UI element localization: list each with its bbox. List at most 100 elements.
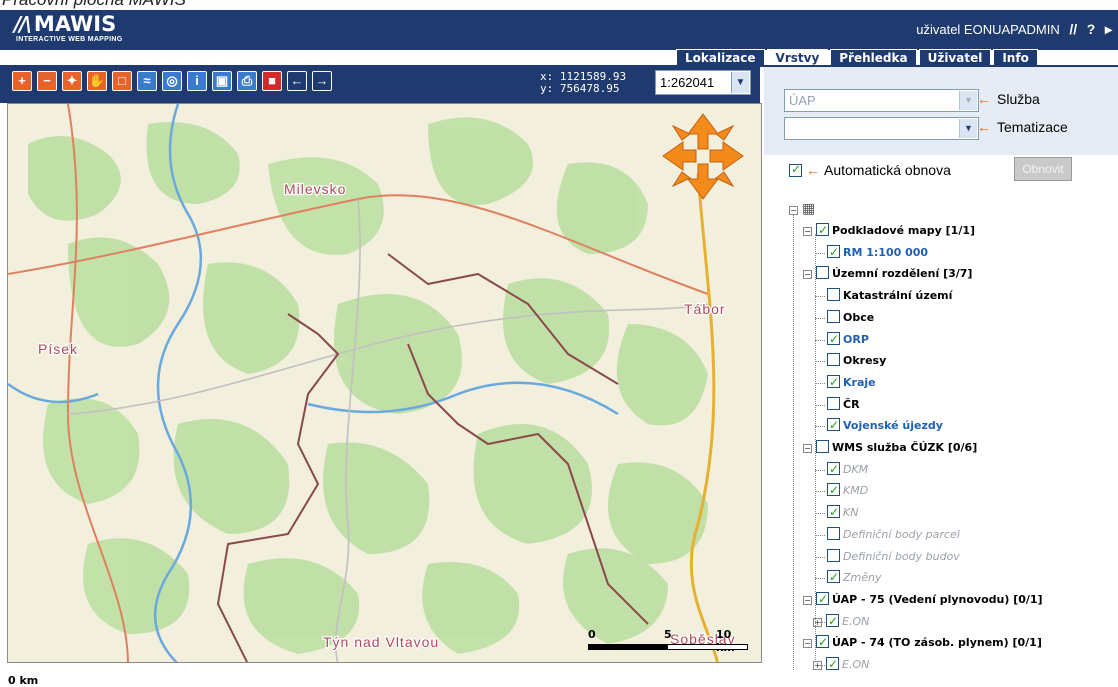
tab-info[interactable]: Info	[993, 49, 1038, 66]
service-select[interactable]: ÚAP ▼	[784, 89, 979, 112]
logo-mark: //\	[14, 12, 32, 36]
zoom-window-icon[interactable]: □	[112, 71, 132, 91]
user-bar: uživatel EONUAPADMIN // ? ▸	[916, 21, 1112, 38]
map-label: Týn nad Vltavou	[323, 634, 439, 650]
pan-hand-icon[interactable]: ✋	[87, 71, 107, 91]
measure-icon[interactable]: ≈	[137, 71, 157, 91]
print-icon[interactable]: ⎙	[237, 71, 257, 91]
tree-item[interactable]: DKM	[827, 460, 868, 479]
map-labels: Milevsko Tábor Písek Týn nad Vltavou Sob…	[37, 180, 736, 652]
tree-connector	[815, 296, 825, 298]
layer-checkbox[interactable]	[816, 440, 829, 453]
tree-item[interactable]: Okresy	[827, 352, 886, 370]
layer-checkbox[interactable]	[816, 590, 829, 608]
select-icon[interactable]: ▣	[212, 71, 232, 91]
exit-icon[interactable]: ▸	[1104, 21, 1112, 37]
map-canvas[interactable]: Milevsko Tábor Písek Týn nad Vltavou Sob…	[7, 103, 762, 663]
tab-prehledka[interactable]: Přehledka	[830, 49, 917, 66]
tree-item[interactable]: Katastrální území	[827, 287, 952, 305]
tree-item[interactable]: +E.ON	[813, 612, 869, 631]
tree-connector	[815, 469, 825, 471]
mawis-logo-icon[interactable]: //	[1069, 21, 1078, 37]
layer-label: Změny	[843, 571, 882, 585]
theme-label-text: Tematizace	[997, 119, 1068, 135]
zoom-out-icon[interactable]: −	[37, 71, 57, 91]
layer-checkbox[interactable]	[827, 288, 840, 302]
collapse-icon[interactable]: −	[803, 444, 812, 453]
layer-checkbox[interactable]	[827, 309, 840, 323]
layer-checkbox[interactable]	[816, 266, 829, 280]
tree-connector	[815, 665, 825, 666]
layer-checkbox[interactable]	[827, 243, 840, 261]
search-layer-icon[interactable]: ◎	[162, 71, 182, 91]
tree-connector	[815, 252, 825, 254]
layer-checkbox[interactable]	[827, 548, 840, 562]
tree-connector	[815, 621, 825, 623]
tree-connector	[793, 214, 794, 670]
layer-checkbox[interactable]	[816, 221, 829, 239]
zoom-extent-icon[interactable]: ✦	[62, 71, 82, 91]
layer-checkbox[interactable]	[827, 568, 840, 586]
back-icon[interactable]: ←	[287, 71, 307, 91]
tree-item[interactable]: KMD	[827, 481, 869, 500]
tree-item[interactable]: Definiční body budov	[827, 548, 960, 566]
layer-checkbox[interactable]	[827, 481, 840, 499]
layer-checkbox[interactable]	[827, 416, 840, 434]
info-icon[interactable]: i	[187, 71, 207, 91]
layer-checkbox[interactable]	[827, 330, 840, 348]
map-label: Písek	[38, 341, 78, 357]
chevron-down-icon[interactable]: ▼	[731, 72, 749, 93]
layer-checkbox[interactable]	[826, 612, 839, 630]
tab-vrstvy[interactable]: Vrstvy	[766, 49, 829, 66]
theme-select[interactable]: ▼	[784, 117, 979, 140]
tree-item[interactable]: Vojenské újezdy	[827, 416, 943, 435]
tree-item[interactable]: Změny	[827, 568, 882, 587]
help-icon[interactable]: ?	[1086, 21, 1096, 37]
layer-label: E.ON	[842, 658, 870, 671]
layer-checkbox[interactable]	[827, 460, 840, 478]
collapse-icon[interactable]: −	[803, 270, 812, 280]
refresh-button[interactable]: Obnovit	[1014, 157, 1072, 181]
collapse-icon[interactable]: −	[803, 227, 812, 236]
tree-item[interactable]: Obce	[827, 309, 874, 327]
layer-checkbox[interactable]	[827, 526, 840, 540]
tree-item[interactable]: −WMS služba ČÚZK [0/6]	[803, 439, 977, 457]
tree-root: −▦	[789, 200, 815, 218]
layer-label: KMD	[843, 484, 869, 498]
forward-icon[interactable]: →	[312, 71, 332, 91]
export-icon[interactable]: ■	[262, 71, 282, 91]
tree-item[interactable]: KN	[827, 503, 858, 522]
scale-select[interactable]: 1:262041 ▼	[655, 70, 751, 95]
chevron-down-icon[interactable]: ▼	[959, 91, 977, 110]
tree-connector	[815, 382, 825, 384]
tree-item[interactable]: −ÚAP - 74 (TO zásob. plynem) [0/1]	[803, 633, 1042, 652]
tab-lokalizace[interactable]: Lokalizace	[676, 49, 765, 66]
layer-checkbox[interactable]	[827, 396, 840, 410]
layer-checkbox[interactable]	[827, 503, 840, 521]
layer-checkbox[interactable]	[827, 373, 840, 391]
tree-item[interactable]: −Územní rozdělení [3/7]	[803, 265, 972, 283]
app-header: //\MAWIS INTERACTIVE WEB MAPPING uživate…	[0, 10, 1118, 50]
tree-item[interactable]: ČR	[827, 396, 860, 414]
tree-item[interactable]: −Podkladové mapy [1/1]	[803, 221, 975, 240]
chevron-down-icon[interactable]: ▼	[959, 119, 977, 138]
collapse-icon[interactable]: −	[803, 639, 812, 649]
tree-item[interactable]: ORP	[827, 330, 869, 349]
tree-item[interactable]: Definiční body parcel	[827, 526, 960, 544]
tree-item[interactable]: −ÚAP - 75 (Vedení plynovodu) [0/1]	[803, 590, 1043, 609]
mawis-logo[interactable]: //\MAWIS INTERACTIVE WEB MAPPING	[14, 12, 122, 43]
tree-item[interactable]: Kraje	[827, 373, 876, 392]
page-caption: Pracovní plocha MAWIS	[0, 0, 1118, 10]
tab-uzivatel[interactable]: Uživatel	[918, 49, 992, 66]
layer-checkbox[interactable]	[816, 633, 829, 651]
tree-connector	[815, 534, 825, 536]
zoom-in-icon[interactable]: +	[12, 71, 32, 91]
tree-item[interactable]: RM 1:100 000	[827, 243, 928, 262]
layer-checkbox[interactable]	[827, 353, 840, 367]
auto-refresh-checkbox[interactable]	[789, 162, 802, 177]
layer-checkbox[interactable]	[826, 655, 839, 673]
collapse-icon[interactable]: −	[803, 595, 812, 605]
layer-label: ORP	[843, 332, 869, 346]
logo-subtitle: INTERACTIVE WEB MAPPING	[16, 36, 123, 43]
layer-label: Obce	[843, 310, 875, 324]
